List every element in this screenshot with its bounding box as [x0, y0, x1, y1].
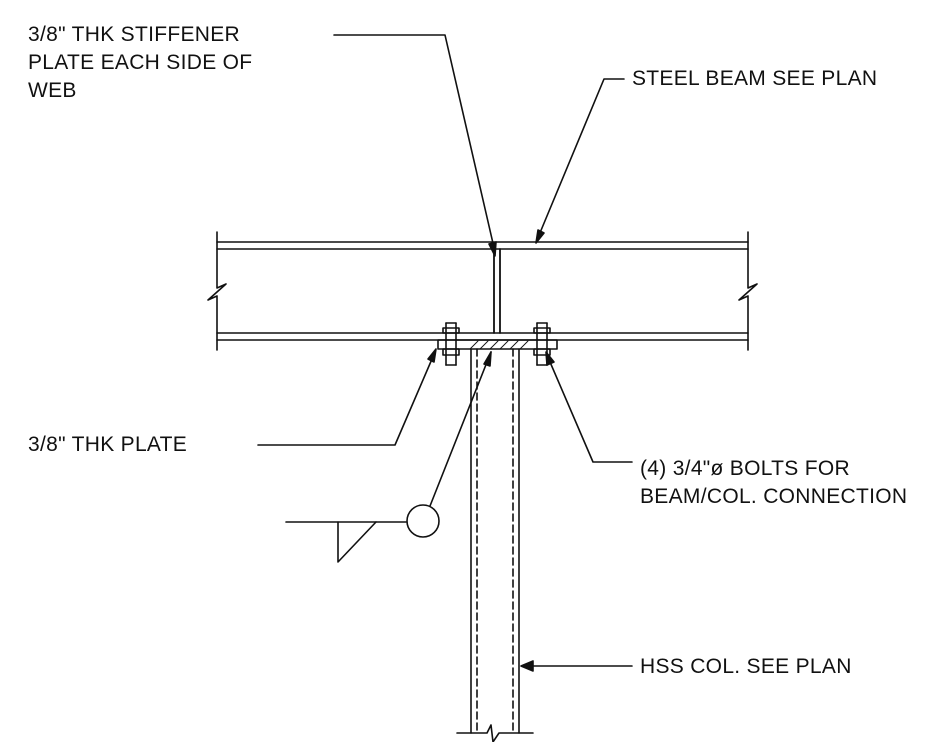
hss-column-label: HSS COL. SEE PLAN: [640, 655, 852, 678]
hss-column: [457, 349, 533, 742]
stiffener-leader-arrowhead: [489, 242, 496, 256]
stiffener-leader: [334, 35, 496, 256]
steel-beam: [208, 232, 757, 350]
stiffener-plate: [494, 249, 500, 333]
weld-leader-arrowhead: [484, 352, 491, 366]
bolts-leader: [546, 352, 632, 462]
hss-column-leader: [521, 661, 632, 671]
bolts-leader-arrowhead: [546, 352, 554, 365]
bolt-right-nut-bottom: [534, 349, 550, 355]
stiffener-label-line-2: PLATE EACH SIDE OF: [28, 51, 253, 74]
plate-leader-arrowhead: [428, 349, 436, 362]
bolt-left-nut-top: [443, 328, 459, 333]
weld-all-around-circle: [407, 505, 439, 537]
weld-symbol: [286, 352, 491, 562]
beam-left-break-line: [208, 232, 226, 350]
bolt-right-nut-top: [534, 328, 550, 333]
bolts-label-line-1: (4) 3/4"ø BOLTS FOR: [640, 457, 850, 480]
plate-leader: [258, 349, 436, 445]
fillet-weld-triangle: [338, 522, 376, 562]
bolts-label-line-2: BEAM/COL. CONNECTION: [640, 485, 908, 508]
weld-leader: [430, 352, 491, 506]
steel-beam-label: STEEL BEAM SEE PLAN: [632, 67, 878, 90]
beam-right-break-line: [739, 232, 757, 350]
steel-beam-leader: [536, 79, 624, 243]
bolt-left-nut-bottom: [443, 349, 459, 355]
cap-plate-hatch: [470, 341, 528, 349]
cap-plate: [438, 340, 557, 349]
column-break-line: [457, 725, 533, 742]
bolt-left: [443, 323, 459, 365]
cap-plate-outline: [438, 340, 557, 349]
hss-column-leader-arrowhead: [521, 661, 533, 671]
stiffener-label-line-3: WEB: [28, 79, 77, 102]
stiffener-label-line-1: 3/8" THK STIFFENER: [28, 23, 241, 46]
plate-label: 3/8" THK PLATE: [28, 433, 188, 456]
steel-beam-leader-arrowhead: [536, 230, 544, 243]
